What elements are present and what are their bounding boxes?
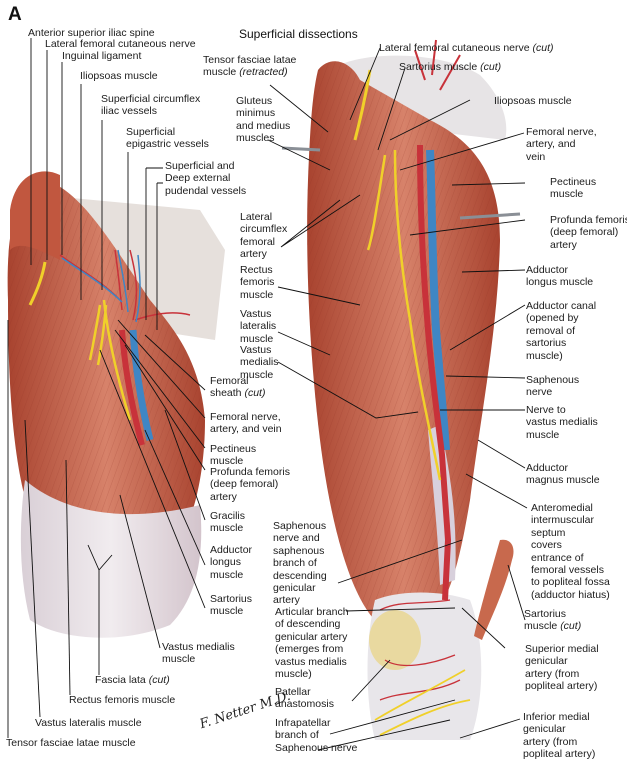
label-gluteus-minimus-medius: Gluteus minimus and medius muscles xyxy=(236,95,291,145)
label-femoral-nerve-artery-vein-right: Femoral nerve, artery, and vein xyxy=(526,126,597,163)
label-anterior-superior-iliac-spine: Anterior superior iliac spine xyxy=(28,27,155,39)
label-sartorius-muscle-cut-bottom: Sartorius muscle (cut) xyxy=(524,608,582,633)
label-inferior-medial-genicular-artery: Inferior medial genicular artery (from p… xyxy=(523,711,596,761)
label-adductor-longus-muscle-right: Adductor longus muscle xyxy=(526,264,594,289)
label-fascia-lata: Fascia lata (cut) xyxy=(95,674,170,686)
label-adductor-canal: Adductor canal (opened by removal of sar… xyxy=(526,300,597,362)
label-superficial-circumflex-iliac-vessels: Superficial circumflex iliac vessels xyxy=(101,93,201,118)
left-thigh-figure xyxy=(7,171,225,638)
label-profunda-femoris-left: Profunda femoris (deep femoral) artery xyxy=(210,466,290,503)
section-title: Superficial dissections xyxy=(239,27,358,41)
label-adductor-longus-muscle-left: Adductor longus muscle xyxy=(210,544,253,581)
label-tensor-fasciae-latae-muscle: Tensor fasciae latae muscle xyxy=(6,737,136,749)
label-saphenous-nerve: Saphenous nerve xyxy=(526,374,580,399)
right-femoral-artery xyxy=(417,144,452,601)
label-infrapatellar-branch: Infrapatellar branch of Saphenous nerve xyxy=(275,717,358,754)
right-thigh-figure xyxy=(281,39,521,740)
right-femoral-vein xyxy=(426,149,450,451)
label-superficial-epigastric-vessels: Superficial epigastric vessels xyxy=(126,126,209,151)
right-femoral-nerve xyxy=(366,149,442,481)
label-lateral-femoral-cutaneous-nerve: Lateral femoral cutaneous nerve xyxy=(45,38,196,50)
left-femoral-nerve xyxy=(88,299,132,421)
retractor-right xyxy=(459,212,521,220)
label-femoral-sheath: Femoral sheath (cut) xyxy=(210,375,266,400)
label-nerve-to-vastus-medialis: Nerve to vastus medialis muscle xyxy=(526,404,598,441)
label-vastus-lateralis-muscle-right: Vastus lateralis muscle xyxy=(240,308,277,345)
label-pectineus-muscle-right: Pectineus muscle xyxy=(550,176,597,201)
panel-letter: A xyxy=(8,4,22,25)
label-lateral-femoral-cutaneous-nerve-cut: Lateral femoral cutaneous nerve (cut) xyxy=(379,42,554,54)
label-iliopsoas-muscle-right: Iliopsoas muscle xyxy=(494,95,572,107)
sartorius-cut-stump xyxy=(474,539,514,640)
label-femoral-nerve-artery-vein-left: Femoral nerve, artery, and vein xyxy=(210,411,282,436)
label-iliopsoas-muscle-left: Iliopsoas muscle xyxy=(80,70,158,82)
label-rectus-femoris-muscle-left: Rectus femoris muscle xyxy=(69,694,176,706)
label-vastus-lateralis-muscle-left: Vastus lateralis muscle xyxy=(35,717,142,729)
label-anteromedial-intermuscular-septum: Anteromedial intermuscular septum covers… xyxy=(531,502,610,601)
left-lat-fem-cut-nerve xyxy=(28,261,47,306)
label-vastus-medialis-muscle-left: Vastus medialis muscle xyxy=(162,641,235,666)
label-superior-medial-genicular-artery: Superior medial genicular artery (from p… xyxy=(525,643,599,693)
tensor-fasciae-latae-shape xyxy=(10,171,60,260)
label-gracilis-muscle: Gracilis muscle xyxy=(210,510,246,535)
label-articular-branch: Articular branch of descending genicular… xyxy=(275,606,349,681)
label-patellar-anastomosis: Patellar anastomosis xyxy=(275,686,334,711)
label-inguinal-ligament: Inguinal ligament xyxy=(62,50,142,62)
fascia-lata-shape xyxy=(20,480,202,638)
leader-lines xyxy=(7,38,528,751)
retractor-left xyxy=(281,146,321,152)
label-adductor-magnus-muscle: Adductor magnus muscle xyxy=(526,462,600,487)
label-sartorius-muscle-cut-top: Sartorius muscle (cut) xyxy=(399,61,502,73)
label-rectus-femoris-muscle-right: Rectus femoris muscle xyxy=(240,264,275,301)
label-tensor-fasciae-latae-retracted: Tensor fasciae latae muscle (retracted) xyxy=(203,54,297,79)
label-pectineus-muscle-left: Pectineus muscle xyxy=(210,443,257,468)
label-sartorius-muscle-left: Sartorius muscle xyxy=(210,593,253,618)
patella xyxy=(369,610,421,670)
label-saphenous-nerve-branch: Saphenous nerve and saphenous branch of … xyxy=(273,520,327,607)
label-profunda-femoris-right: Profunda femoris (deep femoral) artery xyxy=(550,214,627,251)
label-vastus-medialis-muscle-right: Vastus medialis muscle xyxy=(240,344,279,381)
label-superficial-deep-external-pudendal-vessels: Superficial and Deep external pudendal v… xyxy=(165,160,247,197)
label-lateral-circumflex-femoral-artery: Lateral circumflex femoral artery xyxy=(240,211,288,261)
left-femoral-vein xyxy=(129,329,154,441)
